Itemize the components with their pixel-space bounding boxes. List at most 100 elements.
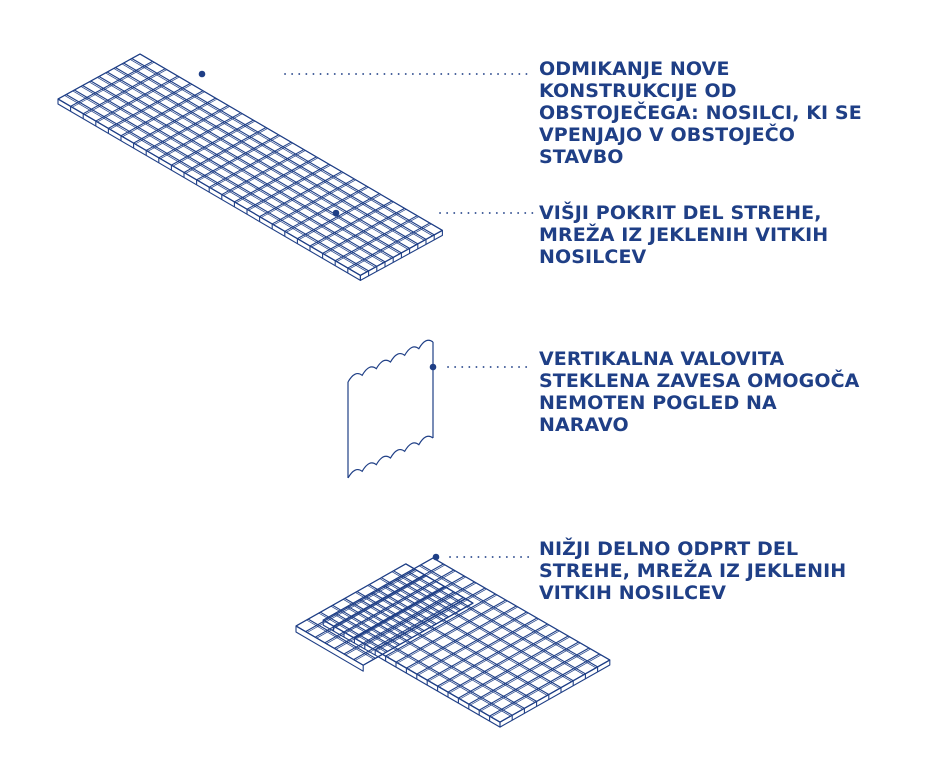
lower-roof-wing-beam — [343, 591, 455, 655]
annotation-line: KONSTRUKCIJE OD — [539, 80, 737, 102]
annotation-glass-curtain: VERTIKALNA VALOVITA STEKLENA ZAVESA OMOG… — [539, 348, 859, 436]
lower-roof-wing-beam — [306, 619, 374, 660]
annotation-line: VIŠJI POKRIT DEL STREHE, — [539, 202, 822, 224]
lower-roof-wing-beam — [343, 598, 411, 639]
lower-roof-main-beam — [383, 585, 562, 689]
lower-roof-wing-beam — [320, 611, 388, 652]
lower-roof-wing-beam — [345, 592, 456, 656]
lower-roof-main-beam — [491, 654, 602, 718]
lower-roof-main-beam — [395, 599, 507, 663]
lower-roof-main-beam — [358, 599, 536, 703]
lower-roof-wing-beam — [314, 574, 426, 638]
leader-upper-roof-dot — [332, 209, 340, 217]
annotation-line: STREHE, MREŽA IZ JEKLENIH — [539, 560, 847, 582]
upper-roof-beam — [123, 62, 427, 240]
lower-roof-wing-beam — [330, 605, 399, 646]
lower-roof-main-beam — [333, 563, 444, 627]
leader-lines — [198, 70, 534, 561]
lower-roof-main-beam — [387, 594, 498, 658]
leader-glass-curtain-dot — [429, 363, 437, 371]
lower-roof-main-beam — [370, 593, 548, 696]
annotation-line: VITKIH NOSILCEV — [539, 582, 727, 604]
upper-roof-beam — [105, 72, 409, 250]
lower-roof-main-beam — [419, 565, 597, 669]
upper-roof-beam — [115, 67, 419, 245]
annotation-line: VPENJAJO V OBSTOJEČO — [539, 124, 796, 146]
upper-roof-beam — [89, 81, 392, 259]
lower-roof-wing-beam — [355, 592, 423, 632]
lower-roof-wing-beam — [356, 591, 425, 632]
lower-roof-main-beam — [335, 612, 513, 716]
upper-roof-beam — [72, 90, 376, 268]
lower-roof-main-beam — [416, 611, 527, 675]
lower-roof-main-beam — [371, 592, 550, 695]
lower-roof-wing-beam — [305, 569, 416, 633]
lower-roof-main-beam — [449, 630, 560, 694]
lower-roof-main-beam — [447, 629, 559, 693]
lower-roof-main-beam — [394, 579, 572, 682]
lower-roof-main-beam — [432, 557, 611, 661]
upper-roof-beam — [97, 77, 400, 255]
upper-roof-beam — [90, 80, 394, 258]
upper-roof-beam — [57, 98, 361, 276]
lower-roof-grid — [295, 557, 611, 728]
upper-roof-beam — [130, 59, 433, 237]
lower-roof-main-beam — [397, 600, 508, 664]
lower-roof-main-beam — [376, 588, 487, 652]
annotation-line: VERTIKALNA VALOVITA — [539, 348, 785, 370]
lower-roof-main-beam — [439, 624, 550, 688]
annotation-lower-roof: NIŽJI DELNO ODPRT DEL STREHE, MREŽA IZ J… — [539, 538, 846, 604]
upper-roof-beam — [113, 68, 417, 246]
lower-roof-main-beam — [408, 571, 586, 675]
leader-offset-structure-dot — [198, 70, 206, 78]
lower-roof-wing-beam — [316, 575, 427, 639]
lower-roof-main-beam — [333, 613, 511, 717]
lower-roof-main-beam — [396, 578, 574, 682]
lower-roof-main-beam — [354, 575, 465, 639]
upper-roof-beam — [139, 53, 443, 231]
upper-roof-beam — [121, 63, 425, 241]
annotation-line: STAVBO — [539, 146, 624, 168]
annotation-line: MREŽA IZ JEKLENIH VITKIH — [539, 224, 829, 246]
lower-roof-main-edge-face — [322, 619, 501, 728]
lower-roof-main-beam — [437, 623, 548, 687]
lower-roof-main-beam — [335, 564, 446, 628]
glass-curtain-top-edge — [347, 339, 434, 383]
lower-roof-wing-beam — [307, 618, 376, 659]
annotation-line: NARAVO — [539, 414, 629, 436]
lower-roof-main-beam — [406, 572, 584, 676]
glass-curtain-bottom-edge — [347, 435, 434, 479]
lower-roof-main-beam — [366, 582, 477, 646]
lower-roof-main-beam — [374, 587, 486, 651]
glass-curtain-panel — [347, 339, 434, 479]
lower-roof-main-beam — [418, 612, 529, 676]
lower-roof-wing-beam — [324, 580, 435, 644]
lower-roof-wing-beam — [353, 597, 464, 661]
lower-roof-main-beam — [359, 598, 537, 702]
lower-roof-wing-beam — [355, 598, 466, 661]
lower-roof-wing-beam — [332, 604, 401, 645]
lower-roof-wing-beam — [334, 585, 445, 649]
upper-roof-beam — [98, 76, 402, 254]
annotation-line: NIŽJI DELNO ODPRT DEL — [539, 538, 799, 560]
lower-roof-main-beam — [382, 586, 560, 689]
upper-roof-beam — [80, 86, 384, 264]
lower-roof-main-beam — [470, 642, 581, 706]
lower-roof-wing-beam — [367, 585, 435, 626]
lower-roof-main-beam — [499, 659, 611, 723]
lower-roof-main-beam — [468, 641, 579, 705]
lower-roof-main-beam — [480, 648, 591, 712]
lower-roof-wing-beam — [379, 578, 448, 619]
leader-lower-roof-dot — [432, 553, 440, 561]
upper-roof-beam — [74, 89, 378, 267]
lower-roof-wing-beam — [405, 563, 474, 604]
annotation-line: OBSTOJEČEGA: NOSILCI, KI SE — [539, 102, 862, 124]
upper-roof-beam — [65, 94, 369, 272]
lower-roof-wing-beam — [391, 571, 460, 612]
lower-roof-main-beam — [355, 576, 466, 640]
lower-roof-main-beam — [458, 635, 569, 699]
lower-roof-main-beam — [428, 618, 539, 682]
lower-roof-wing-beam — [344, 597, 413, 639]
upper-roof-beam — [64, 95, 368, 273]
